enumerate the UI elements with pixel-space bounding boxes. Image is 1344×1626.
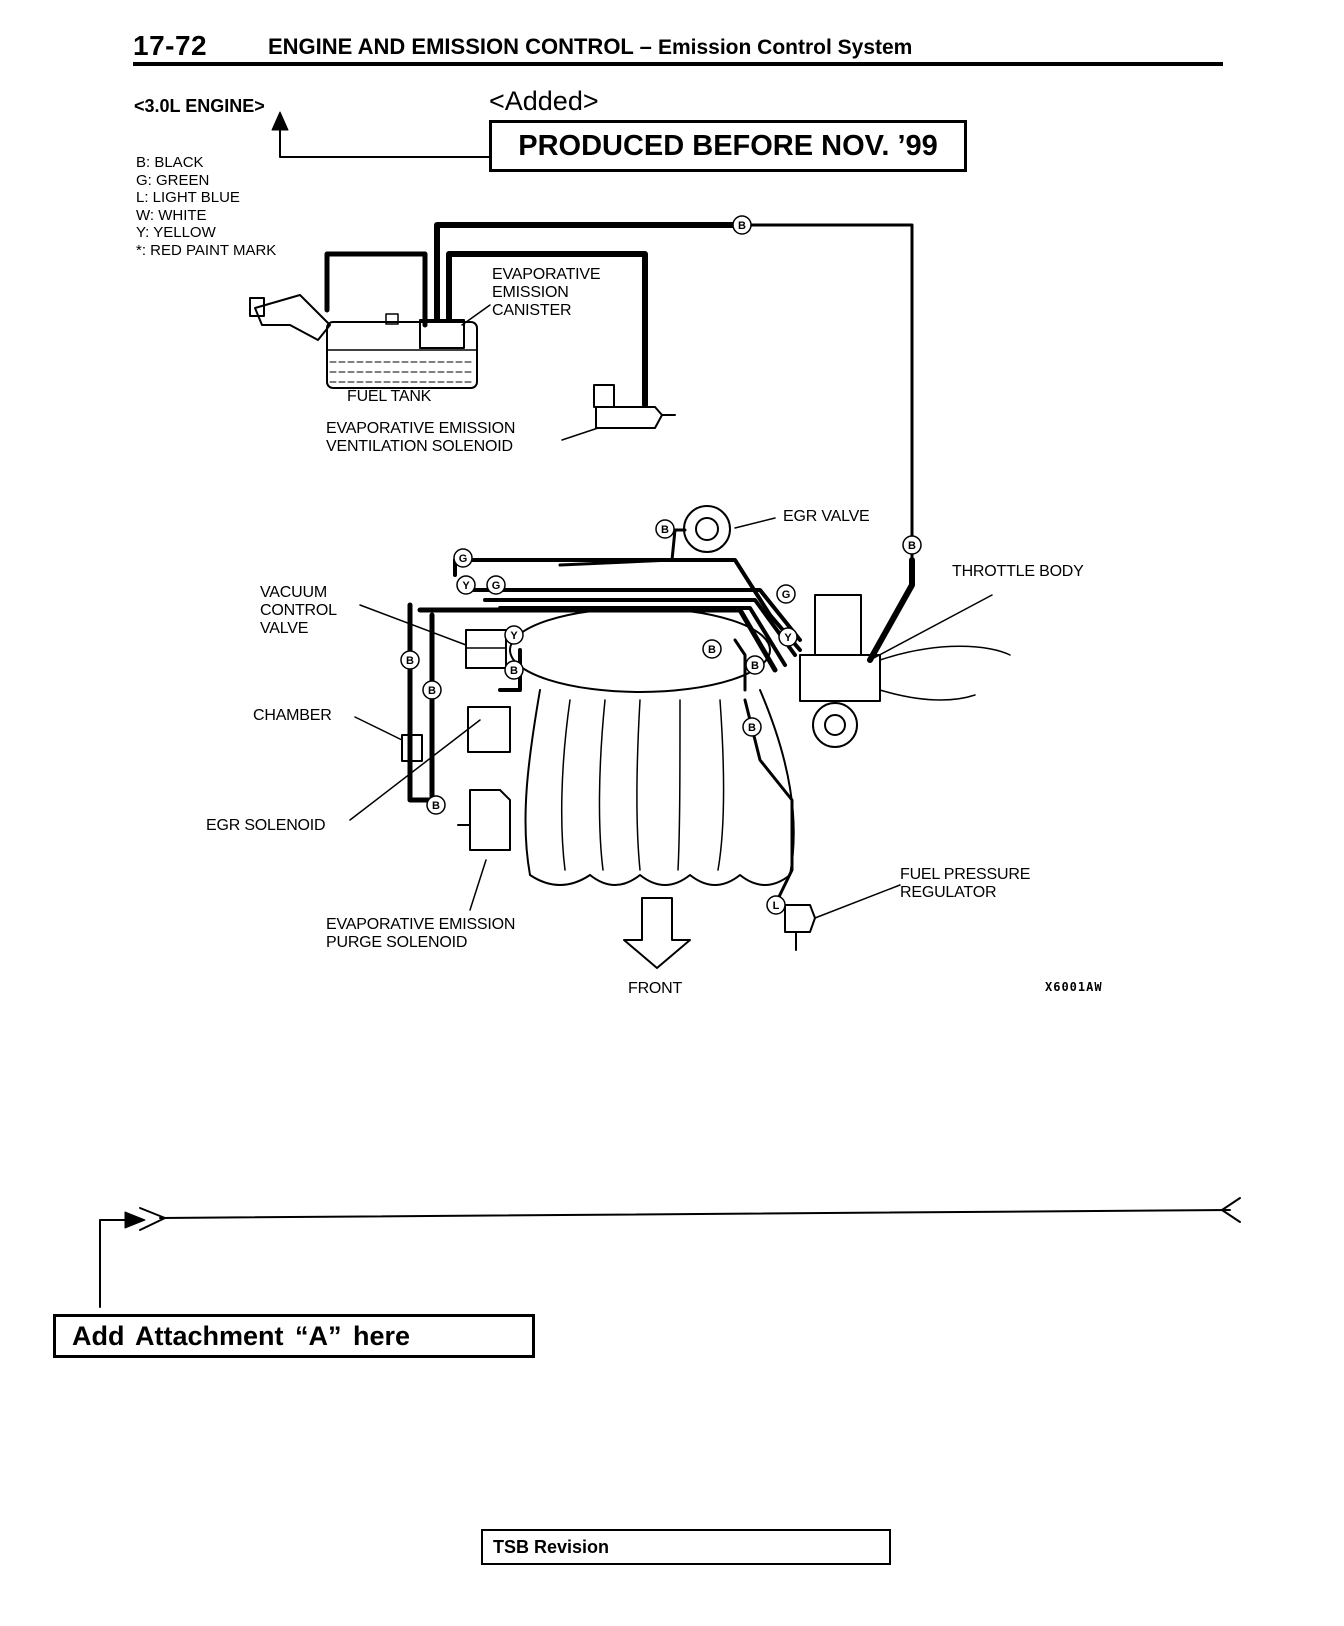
figure-code: X6001AW (1045, 980, 1103, 994)
svg-text:G: G (459, 553, 468, 565)
svg-text:B: B (908, 540, 916, 552)
legend-item: W: WHITE (136, 206, 207, 224)
hose-tag: B (742, 717, 762, 737)
hose-tag: B (422, 680, 442, 700)
legend-item: G: GREEN (136, 171, 210, 189)
svg-text:B: B (510, 665, 518, 677)
hose-tag: Y (504, 625, 524, 645)
produced-before-box: PRODUCED BEFORE NOV. ’99 (489, 120, 967, 172)
hose-tag: B (426, 795, 446, 815)
svg-text:B: B (406, 655, 414, 667)
svg-text:B: B (748, 722, 756, 734)
fuel-tank-label: FUEL TANK (347, 388, 432, 405)
vacuum-control-valve-label: VACUUM CONTROL VALVE (260, 584, 337, 637)
header-rule (133, 62, 1223, 66)
hose-tag: Y (456, 575, 476, 595)
page-title: ENGINE AND EMISSION CONTROL – Emission C… (268, 34, 912, 60)
hose-tag: B (732, 215, 752, 235)
svg-text:B: B (661, 524, 669, 536)
engine-label: <3.0L ENGINE> (134, 96, 265, 116)
hose-tag: B (655, 519, 675, 539)
attachment-box: Add Attachment “A” here (53, 1314, 535, 1358)
purge-solenoid-label: EVAPORATIVE EMISSION PURGE SOLENOID (326, 916, 516, 951)
hose-tag: G (453, 548, 473, 568)
page-number: 17-72 (133, 30, 208, 61)
section-title: ENGINE AND EMISSION CONTROL – (268, 34, 652, 59)
front-label: FRONT (628, 980, 683, 997)
legend-item: Y: YELLOW (136, 224, 216, 241)
svg-text:B: B (708, 644, 716, 656)
section-subtitle: Emission Control System (657, 36, 913, 59)
added-label: <Added> (489, 86, 599, 116)
throttle-body-label: THROTTLE BODY (952, 563, 1084, 580)
svg-text:Y: Y (784, 632, 792, 644)
svg-text:B: B (428, 685, 436, 697)
vent-solenoid-label: EVAPORATIVE EMISSION VENTILATION SOLENOI… (326, 420, 516, 455)
svg-text:L: L (773, 900, 780, 912)
chamber-label: CHAMBER (253, 707, 332, 724)
tsb-revision-box: TSB Revision (481, 1529, 891, 1565)
svg-text:B: B (738, 220, 746, 232)
hose-tag: G (776, 584, 796, 604)
hose-tag: Y (778, 627, 798, 647)
hose-tag: L (766, 895, 786, 915)
legend-item: L: LIGHT BLUE (136, 189, 240, 206)
legend-item: B: BLACK (136, 154, 204, 171)
hose-tag: B (400, 650, 420, 670)
canister-label: EVAPORATIVE EMISSION CANISTER (492, 266, 601, 319)
svg-text:B: B (432, 800, 440, 812)
hose-tag: B (902, 535, 922, 555)
hose-tag: B (702, 639, 722, 659)
hose-tag: B (745, 655, 765, 675)
legend-item: *: RED PAINT MARK (136, 241, 277, 259)
egr-solenoid-label: EGR SOLENOID (206, 817, 326, 834)
color-legend: B: BLACK G: GREEN L: LIGHT BLUE W: WHITE… (136, 154, 276, 259)
hose-tag: B (504, 660, 524, 680)
svg-text:Y: Y (510, 630, 518, 642)
hose-tag: G (486, 575, 506, 595)
fuel-pressure-regulator-label: FUEL PRESSURE REGULATOR (900, 866, 1031, 901)
egr-valve-label: EGR VALVE (783, 508, 870, 525)
svg-text:G: G (492, 580, 501, 592)
svg-text:B: B (751, 660, 759, 672)
svg-text:Y: Y (462, 580, 470, 592)
svg-text:G: G (782, 589, 791, 601)
